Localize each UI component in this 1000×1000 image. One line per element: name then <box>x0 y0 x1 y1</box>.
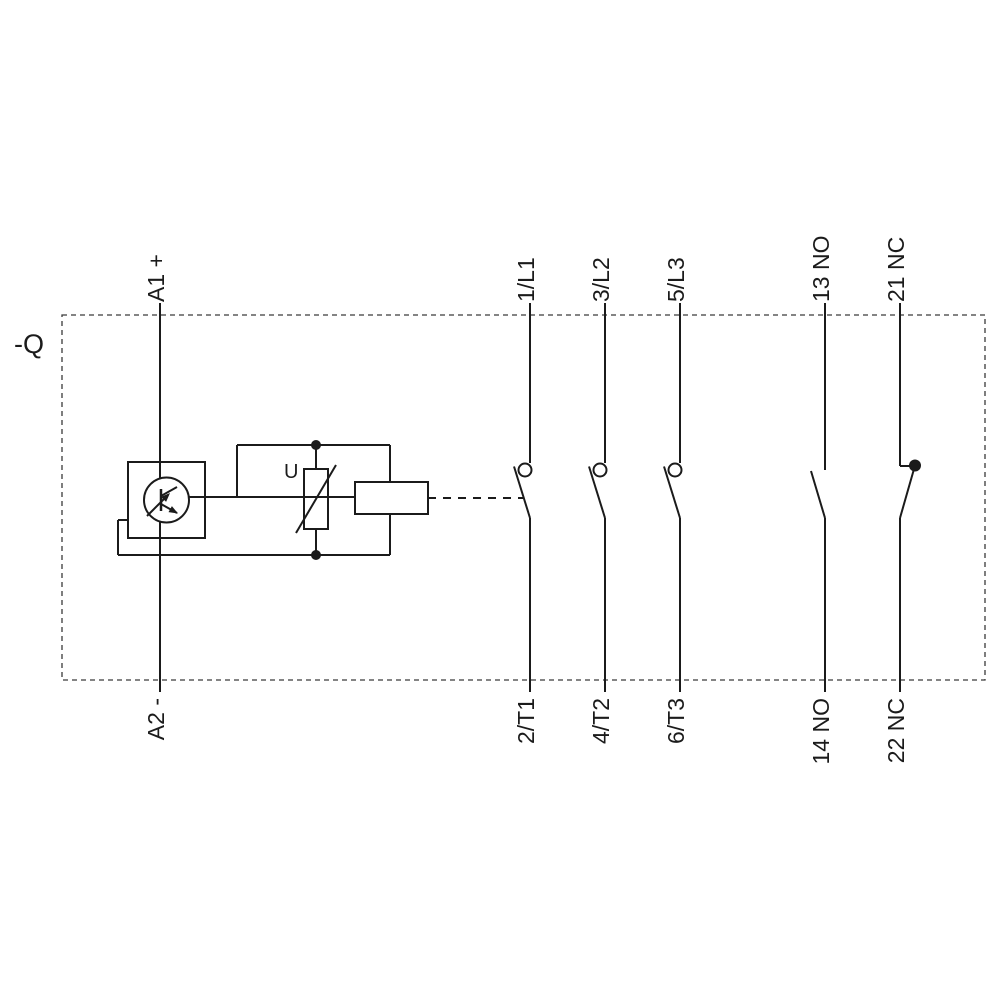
aux-no-contact-blade <box>810 470 826 519</box>
transistor-emitter-arrowhead <box>168 506 178 514</box>
drive-arrowhead <box>161 493 170 502</box>
pole2-fixed-contact-circle <box>592 462 608 478</box>
junction-dot-bottom <box>311 550 321 560</box>
terminal-label-13no: 13 NO <box>808 236 834 302</box>
terminal-label-5l3: 5/L3 <box>663 257 689 302</box>
pole1-fixed-contact-circle <box>517 462 533 478</box>
main-pole-1 <box>513 303 533 692</box>
pole3-fixed-contact-circle <box>667 462 683 478</box>
terminal-label-1l1: 1/L1 <box>513 257 539 302</box>
aux-nc-contact-dot <box>909 459 921 472</box>
varistor-voltage-label: U <box>284 461 298 483</box>
terminal-label-14no: 14 NO <box>808 698 834 764</box>
device-designation-label: -Q <box>14 329 44 359</box>
main-pole-2 <box>588 303 608 692</box>
pole1-contact-blade <box>513 466 531 519</box>
transistor-envelope-circle <box>143 476 190 524</box>
varistor-diagonal-stroke <box>295 464 337 534</box>
coil-electronics-box <box>127 461 206 539</box>
main-pole-3 <box>663 303 683 692</box>
varistor-body <box>303 468 329 530</box>
terminal-labels-bottom: A2 - 2/T1 4/T2 6/T3 14 NO 22 NC <box>143 698 909 764</box>
terminal-label-22nc: 22 NC <box>883 698 909 763</box>
aux-nc-contact-blade <box>899 465 916 519</box>
pole3-contact-blade <box>663 466 681 519</box>
aux-no-contact <box>810 303 826 692</box>
terminal-label-2t1: 2/T1 <box>513 698 539 744</box>
terminal-labels-top: A1 + 1/L1 3/L2 5/L3 13 NO 21 NC <box>143 236 909 302</box>
terminal-label-21nc: 21 NC <box>883 237 909 302</box>
terminal-label-a2: A2 - <box>143 698 169 740</box>
terminal-label-6t3: 6/T3 <box>663 698 689 744</box>
coil-body <box>354 481 429 515</box>
coil-circuit <box>117 303 523 692</box>
pole2-contact-blade <box>588 466 606 519</box>
terminal-label-a1: A1 + <box>143 254 169 302</box>
aux-nc-contact <box>899 303 921 692</box>
terminal-label-3l2: 3/L2 <box>588 257 614 302</box>
terminal-label-4t2: 4/T2 <box>588 698 614 744</box>
junction-dot-top <box>311 440 321 450</box>
transistor-collector-lead <box>160 486 178 497</box>
enclosure-dashed-boundary <box>61 314 986 681</box>
